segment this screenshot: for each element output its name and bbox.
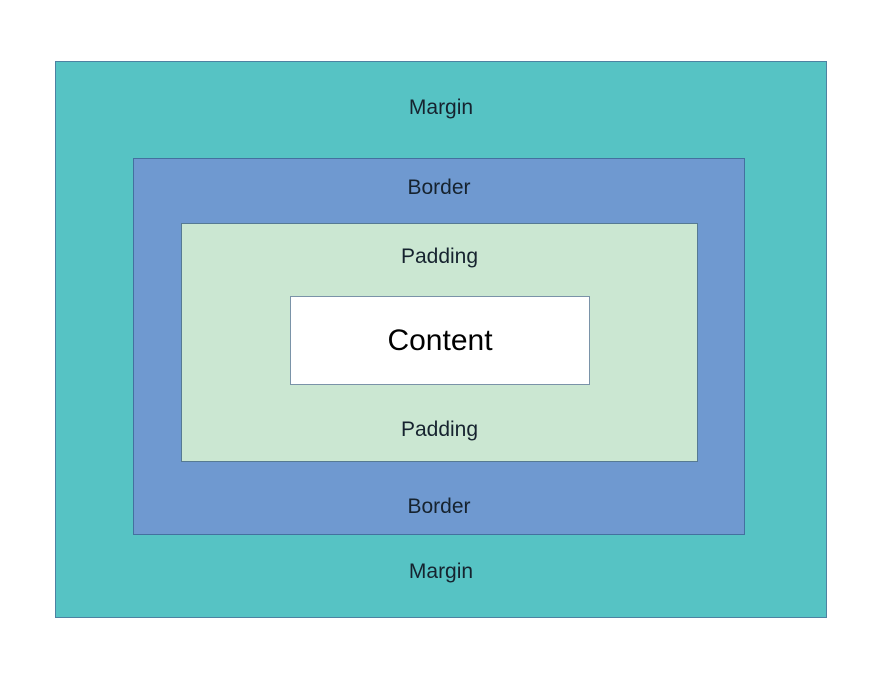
content-box: Content: [290, 296, 590, 385]
content-label: Content: [387, 323, 493, 357]
border-box: Border Padding Content Padding Border: [133, 158, 745, 535]
padding-label-top: Padding: [400, 245, 479, 268]
padding-box: Padding Content Padding: [181, 223, 698, 462]
margin-label-top: Margin: [408, 96, 474, 119]
border-label-bottom: Border: [407, 495, 471, 518]
margin-box: Margin Border Padding Content Padding Bo…: [55, 61, 827, 618]
border-label-top: Border: [407, 176, 471, 199]
padding-label-bottom: Padding: [400, 418, 479, 441]
margin-label-bottom: Margin: [408, 560, 474, 583]
